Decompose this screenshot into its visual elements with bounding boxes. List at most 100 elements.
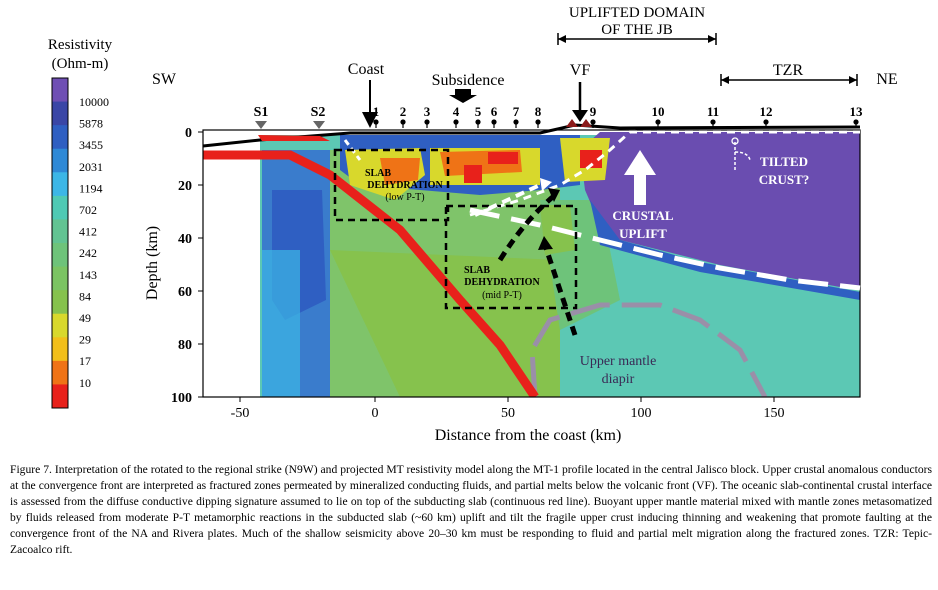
slab-interface-line <box>203 150 539 397</box>
colorbar-swatch-12 <box>52 360 68 385</box>
resistivity-figure: Resistivity (Ohm-m) 10000587834552031119… <box>48 5 898 444</box>
colorbar-swatch-7 <box>52 243 68 268</box>
colorbar-tick-143: 143 <box>79 268 97 282</box>
station-marker-2 <box>400 119 406 125</box>
station-label-6: 6 <box>491 104 498 119</box>
station-label-8: 8 <box>535 104 542 119</box>
x-tick-label-150: 150 <box>764 406 785 421</box>
colorbar-swatch-10 <box>52 313 68 338</box>
colorbar-tick-242: 242 <box>79 246 97 260</box>
colorbar-swatches <box>51 77 69 409</box>
station-marker-12 <box>763 119 769 125</box>
y-tick-label-0: 0 <box>185 126 192 141</box>
colorbar: Resistivity (Ohm-m) 10000587834552031119… <box>48 37 113 409</box>
resistivity-model <box>203 130 860 397</box>
colorbar-swatch-6 <box>52 219 68 244</box>
s1-marker <box>255 121 267 129</box>
lower-crust-boundary <box>469 207 861 291</box>
plot-frame <box>202 129 861 398</box>
y-tick-label-40: 40 <box>178 232 192 247</box>
slab-mid-label-3: (mid P-T) <box>482 290 522 301</box>
slab-low-label-1: SLAB <box>365 168 391 179</box>
s2-marker <box>313 121 325 129</box>
station-marker-13 <box>853 119 859 125</box>
station-label-11: 11 <box>707 104 719 119</box>
station-marker-5 <box>475 119 481 125</box>
crustal-uplift-label-2: UPLIFT <box>619 226 667 241</box>
colorbar-tick-3455: 3455 <box>79 138 103 152</box>
station-marker-9 <box>590 119 596 125</box>
fluid-arrow-1 <box>497 193 557 262</box>
station-marker-10 <box>655 119 661 125</box>
slab-low-label-2: DEHYDRATION <box>367 180 443 191</box>
slab-mid-label-1: SLAB <box>464 265 490 276</box>
subsidence-arrow <box>449 89 477 103</box>
colorbar-tick-10: 10 <box>79 376 91 390</box>
y-axis-label: Depth (km) <box>144 226 161 300</box>
colorbar-tick-5878: 5878 <box>79 117 103 131</box>
slab-dehydration-mid-box <box>444 204 578 310</box>
station-label-7: 7 <box>513 104 520 119</box>
station-marker-6 <box>491 119 497 125</box>
x-tick-label--50: -50 <box>231 406 250 421</box>
station-marker-11 <box>710 119 716 125</box>
y-tick-label-60: 60 <box>178 285 192 300</box>
station-label-1: 1 <box>373 104 380 119</box>
colorbar-swatch-13 <box>52 384 68 409</box>
slab-dehydration-low-box <box>333 148 450 222</box>
slab-low-label-3: (low P-T) <box>385 192 424 203</box>
y-axis: 0 20 40 60 80 100 <box>171 126 203 406</box>
colorbar-swatch-11 <box>52 337 68 362</box>
mantle-diapir-label-1: Upper mantle <box>580 354 657 369</box>
crustal-uplift-arrow <box>624 150 656 205</box>
colorbar-swatch-8 <box>52 266 68 291</box>
direction-sw: SW <box>152 71 177 88</box>
colorbar-swatch-2 <box>52 125 68 150</box>
direction-ne: NE <box>876 71 897 88</box>
station-label-9: 9 <box>590 104 597 119</box>
vf-label: VF <box>570 62 591 79</box>
station-marker-1 <box>373 119 379 125</box>
station-label-12: 12 <box>760 104 773 119</box>
colorbar-tick-412: 412 <box>79 225 97 239</box>
mantle-diapir-label-2: diapir <box>602 372 635 387</box>
s2-label: S2 <box>311 105 326 120</box>
colorbar-swatch-4 <box>52 172 68 197</box>
x-tick-label-0: 0 <box>372 406 379 421</box>
y-tick-label-100: 100 <box>171 391 192 406</box>
colorbar-tick-17: 17 <box>79 354 91 368</box>
colorbar-frame <box>51 77 69 409</box>
tilted-crust-marker <box>734 142 751 170</box>
colorbar-title-line2: (Ohm-m) <box>52 56 109 72</box>
uplifted-domain-label-1: UPLIFTED DOMAIN <box>569 5 705 21</box>
x-tick-label-100: 100 <box>631 406 652 421</box>
crustal-uplift-label-1: CRUSTAL <box>612 208 673 223</box>
fluid-arrow-2 <box>542 244 578 336</box>
colorbar-tick-1194: 1194 <box>79 181 103 195</box>
y-tick-label-80: 80 <box>178 338 192 353</box>
station-label-2: 2 <box>400 104 407 119</box>
station-label-4: 4 <box>453 104 460 119</box>
station-label-3: 3 <box>424 104 431 119</box>
colorbar-tick-2031: 2031 <box>79 160 103 174</box>
colorbar-tick-702: 702 <box>79 203 97 217</box>
station-marker-4 <box>453 119 459 125</box>
s1-label: S1 <box>254 105 269 120</box>
colorbar-tick-49: 49 <box>79 311 91 325</box>
figure-caption: Figure 7. Interpretation of the rotated … <box>10 463 932 556</box>
station-marker-3 <box>424 119 430 125</box>
slab-mid-label-2: DEHYDRATION <box>464 277 540 288</box>
colorbar-swatch-1 <box>52 101 68 126</box>
colorbar-tick-10000: 10000 <box>79 95 109 109</box>
station-label-5: 5 <box>475 104 482 119</box>
subsidence-label: Subsidence <box>432 72 505 89</box>
y-tick-label-20: 20 <box>178 179 192 194</box>
colorbar-tick-labels: 1000058783455203111947024122421438449291… <box>79 95 109 390</box>
tilted-crust-label-1: TILTED <box>760 154 808 169</box>
station-label-13: 13 <box>850 104 864 119</box>
tzr-label: TZR <box>773 62 804 79</box>
colorbar-swatch-3 <box>52 148 68 173</box>
colorbar-swatch-0 <box>52 78 68 103</box>
